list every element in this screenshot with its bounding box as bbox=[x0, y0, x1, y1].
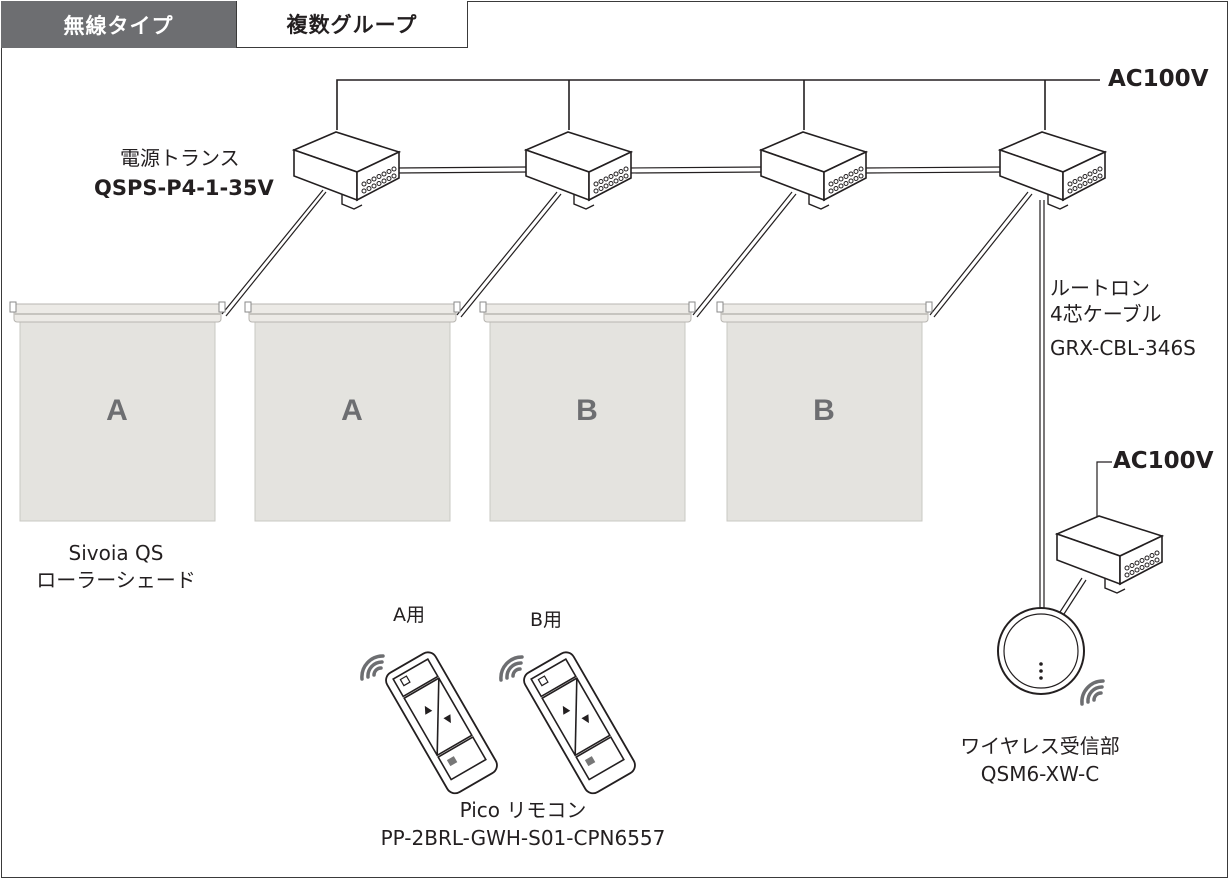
wireless-receiver bbox=[997, 607, 1085, 695]
shade-group-letter: A bbox=[106, 394, 128, 427]
transformer-4 bbox=[999, 131, 1106, 210]
cable-name-line2: 4芯ケーブル bbox=[1050, 302, 1162, 326]
roller-shade-3: B bbox=[479, 301, 696, 522]
remote-model: PP-2BRL-GWH-S01-CPN6557 bbox=[380, 826, 666, 850]
transformer-name: 電源トランス bbox=[120, 146, 240, 170]
transformer-model: QSPS-P4-1-35V bbox=[94, 176, 274, 200]
shade-group-letter: A bbox=[341, 394, 363, 427]
tab-wireless-type[interactable]: 無線タイプ bbox=[1, 1, 236, 48]
receiver-transformer bbox=[1056, 515, 1163, 594]
cable-name-line1: ルートロン bbox=[1050, 276, 1150, 300]
transformer-3 bbox=[760, 131, 867, 210]
shade-cables bbox=[221, 189, 1112, 615]
power-bus bbox=[336, 79, 1100, 130]
shade-name-line2: ローラーシェード bbox=[36, 568, 196, 592]
remote-b-label: B用 bbox=[529, 609, 563, 631]
receiver-model: QSM6-XW-C bbox=[980, 762, 1100, 786]
remote-name: Pico リモコン bbox=[459, 798, 587, 822]
shade-group-letter: B bbox=[813, 394, 835, 427]
shade-name-line1: Sivoia QS bbox=[68, 541, 164, 565]
receiver-name: ワイヤレス受信部 bbox=[960, 734, 1120, 758]
roller-shade-4: B bbox=[716, 301, 933, 522]
tab-multiple-groups[interactable]: 複数グループ bbox=[236, 1, 468, 48]
pico-remote-a bbox=[381, 648, 502, 798]
ac100v-main-label: AC100V bbox=[1108, 66, 1209, 92]
transformer-1 bbox=[293, 131, 400, 210]
cable-model: GRX-CBL-346S bbox=[1050, 336, 1196, 360]
remote-a-wireless-icon bbox=[360, 654, 385, 681]
ac100v-receiver-label: AC100V bbox=[1113, 448, 1214, 474]
bus-cable bbox=[395, 166, 1004, 174]
transformer-2 bbox=[525, 131, 632, 210]
shade-group-letter: B bbox=[576, 394, 598, 427]
pico-remote-b bbox=[519, 648, 640, 798]
remote-b-wireless-icon bbox=[499, 655, 524, 682]
receiver-wireless-icon bbox=[1080, 679, 1105, 706]
remote-a-label: A用 bbox=[393, 604, 425, 626]
roller-shade-1: A bbox=[9, 301, 226, 522]
roller-shade-2: A bbox=[244, 301, 461, 522]
